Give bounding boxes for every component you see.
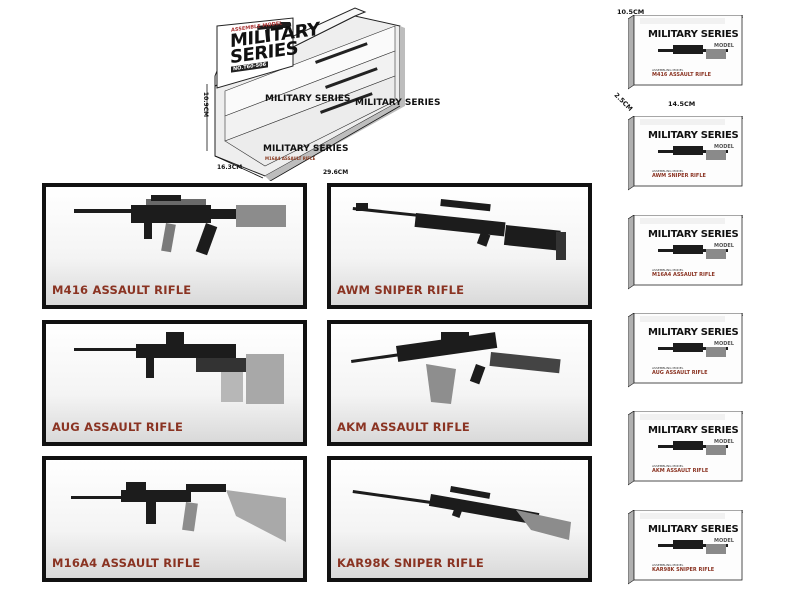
- panel-akm: AKM ASSAULT RIFLE: [327, 320, 592, 446]
- product-box-model: MODEL: [714, 43, 734, 49]
- panel-m416: M416 ASSAULT RIFLE: [42, 183, 307, 309]
- display-case: ASSEMBLE MODEL MILITARY SERIES NO.T60-50…: [195, 6, 595, 181]
- product-box-model: MODEL: [714, 439, 734, 445]
- m416-rifle-image: [74, 195, 286, 256]
- product-box-subline: ASSEMBLING MODEL: [652, 268, 684, 272]
- product-box-drawing: [628, 15, 743, 90]
- product-box-subline: ASSEMBLING MODEL: [652, 464, 684, 468]
- product-box-subline: ASSEMBLING MODEL: [652, 563, 684, 567]
- product-box-subline: ASSEMBLING MODEL: [652, 366, 684, 370]
- product-box-drawing: [628, 510, 743, 585]
- product-box-title: MILITARY SERIES: [648, 229, 739, 240]
- product-box-title: MILITARY SERIES: [648, 327, 739, 338]
- product-box-subline: ASSEMBLING MODEL: [652, 68, 684, 72]
- product-box-model: MODEL: [714, 538, 734, 544]
- panel-label-aug: AUG ASSAULT RIFLE: [52, 420, 184, 434]
- product-box-name: M16A4 ASSAULT RIFLE: [652, 272, 715, 278]
- product-box-title: MILITARY SERIES: [648, 130, 739, 141]
- display-case-slot-title-2: MILITARY SERIES: [355, 98, 441, 108]
- panel-label-awm: AWM SNIPER RIFLE: [337, 283, 465, 297]
- display-case-slot-title-1: MILITARY SERIES: [265, 94, 351, 104]
- display-case-dim-height: 10.9CM: [202, 91, 210, 118]
- akm-rifle-image: [351, 332, 561, 404]
- display-case-slot-caption: M16A4 ASSAULT RIFLE: [265, 156, 316, 161]
- product-box-model: MODEL: [714, 341, 734, 347]
- kar98k-rifle-image: [352, 486, 571, 540]
- box-dim-depth: 2.5CM: [612, 91, 635, 113]
- product-box-drawing: [628, 116, 743, 191]
- display-case-dim-depth: 16.3CM: [217, 164, 243, 171]
- panel-awm: AWM SNIPER RIFLE: [327, 183, 592, 309]
- product-box-model: MODEL: [714, 144, 734, 150]
- product-box-drawing: [628, 313, 743, 388]
- product-box-drawing: [628, 411, 743, 486]
- panel-label-kar98k: KAR98K SNIPER RIFLE: [337, 556, 484, 570]
- panel-label-akm: AKM ASSAULT RIFLE: [337, 420, 470, 434]
- box-dim-width: 14.5CM: [668, 100, 696, 108]
- product-box-name: AKM ASSAULT RIFLE: [652, 468, 709, 474]
- product-box-subline: ASSEMBLING MODEL: [652, 169, 684, 173]
- product-box-name: AWM SNIPER RIFLE: [652, 173, 706, 179]
- panel-m16a4: M16A4 ASSAULT RIFLE: [42, 456, 307, 582]
- display-case-slot-title-3: MILITARY SERIES: [263, 144, 349, 154]
- product-box-name: AUG ASSAULT RIFLE: [652, 370, 708, 376]
- product-box-title: MILITARY SERIES: [648, 29, 739, 40]
- product-box-name: KAR98K SNIPER RIFLE: [652, 567, 715, 573]
- product-box-drawing: [628, 215, 743, 290]
- panel-label-m416: M416 ASSAULT RIFLE: [52, 283, 192, 297]
- box-dim-height: 10.5CM: [617, 8, 645, 16]
- display-case-dim-width: 29.6CM: [323, 169, 349, 176]
- panel-kar98k: KAR98K SNIPER RIFLE: [327, 456, 592, 582]
- product-box-title: MILITARY SERIES: [648, 425, 739, 436]
- panel-aug: AUG ASSAULT RIFLE: [42, 320, 307, 446]
- aug-rifle-image: [74, 332, 284, 404]
- product-box-title: MILITARY SERIES: [648, 524, 739, 535]
- product-box-name: M416 ASSAULT RIFLE: [652, 72, 712, 78]
- awm-rifle-image: [352, 199, 566, 260]
- product-box-model: MODEL: [714, 243, 734, 249]
- panel-label-m16a4: M16A4 ASSAULT RIFLE: [52, 556, 201, 570]
- m16a4-rifle-image: [71, 482, 286, 542]
